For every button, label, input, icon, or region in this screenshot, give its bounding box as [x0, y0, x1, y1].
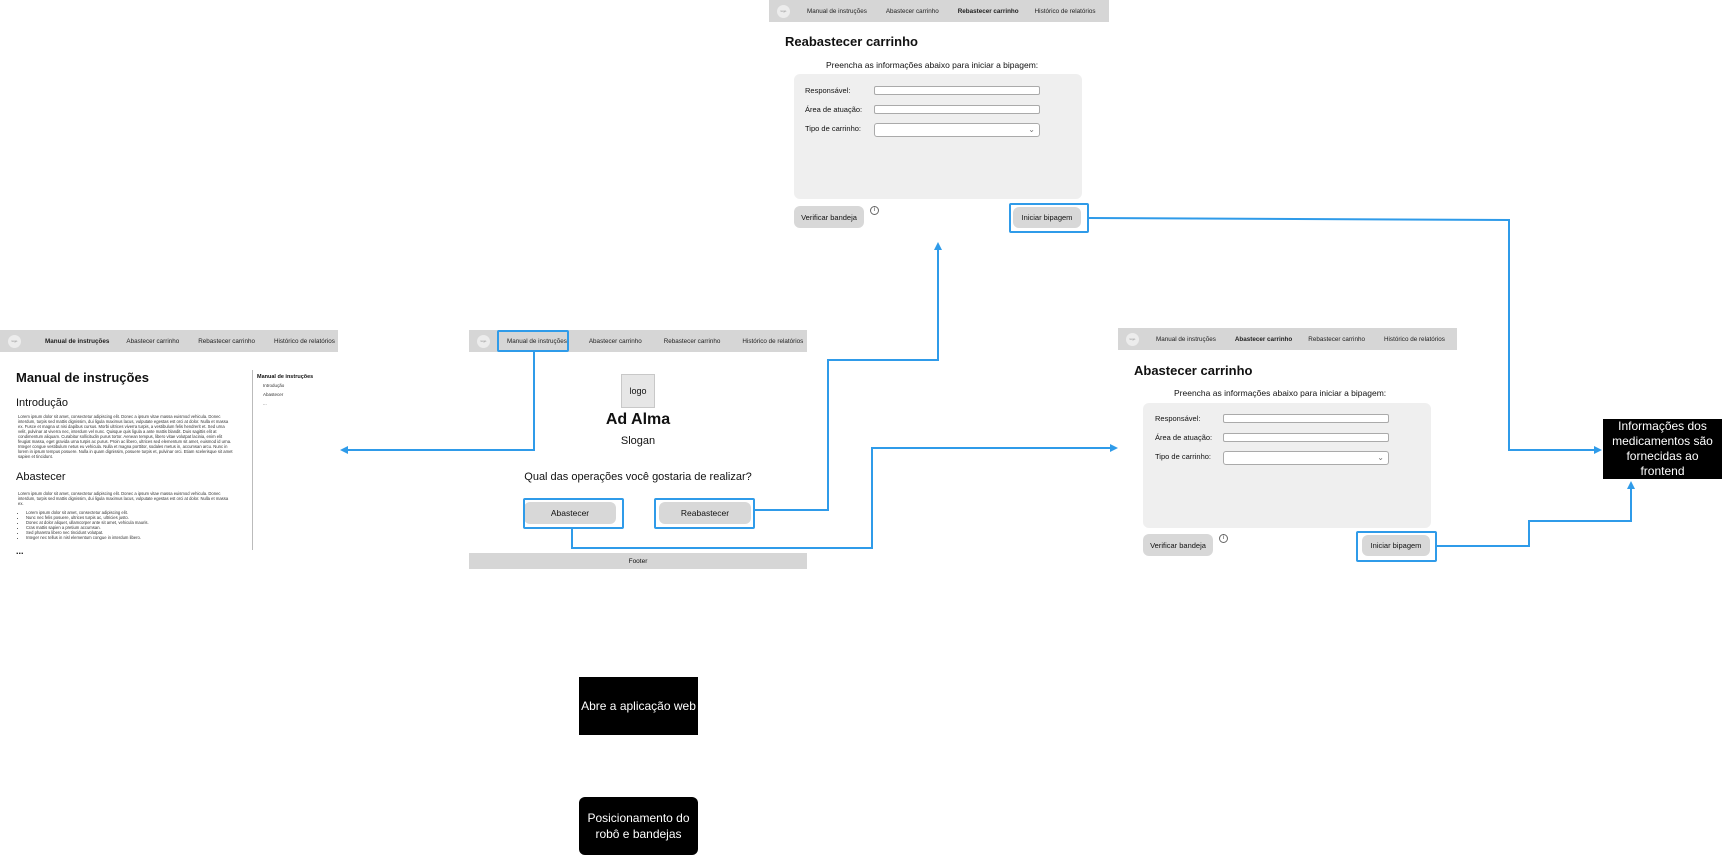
- highlight-reabastecer-button: [654, 498, 755, 529]
- nav-item-abastecer[interactable]: Abastecer carrinho: [1234, 335, 1293, 343]
- open-app-node: Abre a aplicação web: [579, 677, 698, 735]
- label-tipo: Tipo de carrinho:: [805, 124, 862, 133]
- nav-logo: logo: [1126, 332, 1139, 346]
- nav-item-manual[interactable]: Manual de instruções: [507, 337, 567, 345]
- toc-item-abastecer[interactable]: Abastecer: [263, 392, 284, 397]
- iniciar-bipagem-button[interactable]: Iniciar bipagem: [1362, 535, 1430, 556]
- operation-question: Qual das operações você gostaria de real…: [524, 471, 752, 483]
- list-item: Donec at dolor aliquet, ullamcorper ante…: [26, 520, 234, 525]
- connector-iniciar-right: [1437, 481, 1635, 547]
- nav-item-historico[interactable]: Histórico de relatórios: [1034, 7, 1096, 15]
- responsavel-input[interactable]: [1223, 414, 1389, 423]
- nav-item-reabastecer[interactable]: Rebastecer carrinho: [1308, 335, 1365, 343]
- chevron-down-icon: ⌄: [1377, 453, 1384, 462]
- manual-intro-text: Lorem ipsum dolor sit amet, consectetur …: [18, 414, 233, 459]
- highlight-iniciar-bipagem-top: [1009, 203, 1089, 233]
- tipo-carrinho-select[interactable]: ⌄: [1223, 451, 1389, 465]
- footer: Footer: [469, 553, 807, 569]
- manual-title: Manual de instruções: [16, 370, 149, 385]
- manual-bullet-list: Lorem ipsum dolor sit amet, consectetur …: [18, 510, 234, 540]
- tipo-carrinho-select[interactable]: ⌄: [874, 123, 1040, 137]
- list-item: Lorem ipsum dolor sit amet, consectetur …: [26, 510, 234, 515]
- highlight-iniciar-bipagem-right: [1356, 531, 1437, 562]
- toc-title: Manual de instruções: [257, 374, 314, 380]
- area-input[interactable]: [1223, 433, 1389, 442]
- manual-screen: logo Manual de instruções Abastecer carr…: [0, 330, 338, 560]
- nav-item-abastecer[interactable]: Abastecer carrinho: [588, 337, 642, 345]
- highlight-nav-manual: [497, 330, 569, 352]
- manual-navbar: logo Manual de instruções Abastecer carr…: [0, 330, 338, 352]
- label-tipo: Tipo de carrinho:: [1155, 452, 1212, 461]
- nav-item-manual[interactable]: Manual de instruções: [45, 337, 110, 345]
- responsavel-input[interactable]: [874, 86, 1040, 95]
- manual-ellipsis: ...: [16, 546, 24, 556]
- label-responsavel: Responsável:: [1155, 414, 1201, 423]
- label-area: Área de atuação:: [1155, 433, 1213, 442]
- nav-item-reabastecer[interactable]: Rebastecer carrinho: [957, 7, 1019, 15]
- verificar-bandeja-button[interactable]: Verificar bandeja: [794, 206, 864, 228]
- manual-heading-intro: Introdução: [16, 397, 68, 409]
- reabastecer-screen: logo Manual de instruções Abastecer carr…: [769, 0, 1109, 240]
- reabastecer-navbar: logo Manual de instruções Abastecer carr…: [769, 0, 1109, 22]
- abastecer-navbar: logo Manual de instruções Abastecer carr…: [1118, 328, 1457, 350]
- manual-heading-abastecer: Abastecer: [16, 471, 66, 483]
- nav-logo: logo: [477, 334, 490, 348]
- toc-item-more: ...: [263, 401, 267, 406]
- list-item: Nunc nec felis posuere, ultrices turpis …: [26, 515, 234, 520]
- positioning-node: Posicionamento do robô e bandejas: [579, 797, 698, 855]
- area-input[interactable]: [874, 105, 1040, 114]
- nav-item-manual[interactable]: Manual de instruções: [1156, 335, 1216, 343]
- nav-item-manual[interactable]: Manual de instruções: [807, 7, 867, 15]
- highlight-abastecer-button: [523, 498, 624, 529]
- info-icon[interactable]: i: [870, 206, 879, 215]
- nav-item-historico[interactable]: Histórico de relatórios: [273, 337, 335, 345]
- verificar-bandeja-button[interactable]: Verificar bandeja: [1143, 534, 1213, 556]
- list-item: Cras mattis sapien a pretium accumsan.: [26, 525, 234, 530]
- nav-logo: logo: [777, 4, 790, 18]
- nav-item-historico[interactable]: Histórico de relatórios: [742, 337, 804, 345]
- brand-name: Ad Alma: [605, 411, 671, 428]
- nav-item-historico[interactable]: Histórico de relatórios: [1383, 335, 1445, 343]
- abastecer-subtitle: Preencha as informações abaixo para inic…: [1174, 388, 1387, 398]
- list-item: Integer nec tellus in nisl elementum con…: [26, 535, 234, 540]
- label-area: Área de atuação:: [805, 105, 863, 114]
- home-logo: logo: [621, 374, 655, 408]
- reabastecer-title: Reabastecer carrinho: [785, 34, 918, 49]
- toc-item-intro[interactable]: Introdução: [263, 383, 285, 388]
- abastecer-title: Abastecer carrinho: [1134, 363, 1253, 378]
- nav-logo: logo: [8, 334, 21, 348]
- home-screen: logo Manual de instruções Abastecer carr…: [469, 330, 807, 570]
- manual-abastecer-text: Lorem ipsum dolor sit amet, consectetur …: [18, 491, 229, 506]
- reabastecer-subtitle: Preencha as informações abaixo para inic…: [826, 60, 1039, 70]
- slogan: Slogan: [620, 435, 656, 447]
- iniciar-bipagem-button[interactable]: Iniciar bipagem: [1013, 207, 1081, 228]
- info-medicamentos-node: Informações dos medicamentos são forneci…: [1603, 419, 1722, 479]
- list-item: Sed pharetra libero nec tincidunt volutp…: [26, 530, 234, 535]
- nav-item-abastecer[interactable]: Abastecer carrinho: [885, 7, 939, 15]
- nav-item-abastecer[interactable]: Abastecer carrinho: [126, 337, 180, 345]
- info-icon[interactable]: i: [1219, 534, 1228, 543]
- chevron-down-icon: ⌄: [1028, 125, 1035, 134]
- nav-item-reabastecer[interactable]: Rebastecer carrinho: [198, 337, 255, 345]
- nav-item-reabastecer[interactable]: Rebastecer carrinho: [663, 337, 721, 345]
- label-responsavel: Responsável:: [805, 86, 851, 95]
- manual-sidebar-divider: [252, 370, 253, 550]
